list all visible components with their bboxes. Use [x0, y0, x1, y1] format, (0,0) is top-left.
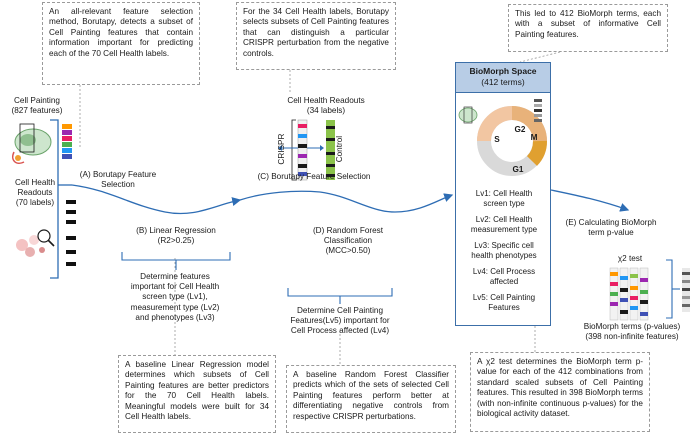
determine-b-line5: and phenotypes (Lv3)	[135, 312, 215, 322]
level-2: Lv2: Cell Health measurement type	[456, 215, 552, 235]
control-bar	[326, 120, 335, 180]
biomorph-header: BioMorph Space (412 terms)	[456, 63, 550, 93]
step-b-linear-regression: (B) Linear Regression (R2>0.25)	[126, 226, 226, 246]
determine-b-line4: measurement type (Lv2)	[130, 302, 220, 312]
chi-test-label: χ2 test	[617, 254, 643, 263]
crispr-label: CRISPR	[276, 133, 286, 165]
cell-health-readout-bars	[66, 200, 76, 266]
level-2-b: measurement type	[470, 225, 538, 234]
step-b-line1: (B) Linear Regression	[136, 226, 216, 235]
chi-out-line1: BioMorph terms (p-values)	[583, 322, 681, 331]
step-e-pvalue: (E) Calculating BioMorph term p-value	[556, 218, 666, 238]
note-borutapy-34: For the 34 Cell Health labels, Borutapy …	[236, 2, 396, 70]
determine-lv1-lv3: Determine features important for Cell He…	[100, 272, 250, 323]
chi-test-bars	[609, 267, 690, 321]
cell-health-title: Cell Health Readouts	[14, 178, 56, 198]
step-a-line2: Selection	[101, 180, 135, 190]
step-d-line1: (D) Random Forest	[312, 226, 384, 235]
determine-d-line1: Determine Cell Painting	[296, 306, 383, 315]
step-e-line1: (E) Calculating BioMorph	[565, 218, 657, 227]
cell-painting-feature-bar	[62, 124, 72, 159]
level-3-b: health phenotypes	[471, 251, 537, 260]
step-a-line1: (A) Borutapy Feature	[79, 170, 157, 179]
determine-d-line3: Cell Process affected (Lv4)	[290, 326, 390, 336]
level-1-a: Lv1: Cell Health	[475, 189, 533, 198]
crispr-readouts-title: Cell Health Readouts (34 labels)	[286, 96, 366, 116]
biomorph-space-panel: BioMorph Space (412 terms) S G2 M G1 Lv1…	[455, 62, 551, 326]
level-1: Lv1: Cell Health screen type	[456, 189, 552, 209]
cycle-g2: G2	[514, 125, 526, 134]
level-5: Lv5: Cell Painting Features	[456, 293, 552, 313]
level-3: Lv3: Specific cell health phenotypes	[456, 241, 552, 261]
level-4-b: affected	[489, 277, 519, 286]
cycle-g1: G1	[512, 165, 524, 174]
level-5-b: Features	[488, 303, 520, 312]
cell-cycle-illustration	[458, 99, 547, 176]
level-5-a: Lv5: Cell Painting	[472, 293, 536, 302]
biomorph-terms-output: BioMorph terms (p-values) (398 non-infin…	[582, 322, 682, 342]
determine-lv4-lv5: Determine Cell Painting Features(Lv5) im…	[270, 306, 410, 337]
cell-health-count: (70 labels)	[15, 198, 55, 208]
cycle-m: M	[530, 133, 538, 142]
level-4: Lv4: Cell Process affected	[456, 267, 552, 287]
step-e-line2: term p-value	[588, 228, 634, 238]
step-d-random-forest: (D) Random Forest Classification (MCC>0.…	[300, 226, 396, 257]
crispr-sub: (34 labels)	[306, 106, 346, 116]
level-1-b: screen type	[483, 199, 525, 208]
determine-d-line2: Features(Lv5) important for	[290, 316, 390, 326]
note-chi-square: A χ2 test determines the BioMorph term p…	[470, 352, 650, 432]
control-label: Control	[334, 135, 344, 163]
determine-b-line3: screen type (Lv1),	[142, 292, 208, 302]
note-linear-regression: A baseline Linear Regression model deter…	[118, 355, 276, 433]
note-borutapy: An all-relevant feature selection method…	[42, 2, 200, 85]
cell-painting-count: (827 features)	[11, 106, 63, 116]
biomorph-sub: (412 terms)	[481, 77, 525, 87]
cell-painting-illustration	[12, 123, 52, 164]
note-biomorph-terms: This led to 412 BioMorph terms, each wit…	[508, 4, 668, 52]
crispr-title: Cell Health Readouts	[287, 96, 365, 105]
step-d-line2: Classification	[323, 236, 373, 246]
determine-b-line2: important for Cell Health	[130, 282, 220, 292]
step-a-borutapy: (A) Borutapy Feature Selection	[78, 170, 158, 190]
input-cell-painting: Cell Painting (827 features)	[2, 96, 72, 116]
determine-b-line1: Determine features	[140, 272, 210, 281]
level-2-a: Lv2: Cell Health	[475, 215, 533, 224]
cycle-s: S	[494, 135, 500, 144]
cell-painting-title: Cell Painting	[14, 96, 60, 105]
chi-out-line2: (398 non-infinite features)	[585, 332, 679, 342]
step-d-line3: (MCC>0.50)	[325, 246, 371, 256]
cell-health-illustration	[16, 229, 55, 257]
input-cell-health: Cell Health Readouts (70 labels)	[0, 178, 70, 209]
crispr-bar	[297, 119, 308, 181]
note-random-forest: A baseline Random Forest Classifier pred…	[286, 365, 456, 433]
step-b-line2: (R2>0.25)	[157, 236, 195, 246]
level-4-a: Lv4: Cell Process	[472, 267, 536, 276]
level-3-a: Lv3: Specific cell	[474, 241, 534, 250]
biomorph-title: BioMorph Space	[469, 66, 537, 76]
step-c-borutapy: (C) Borutapy Feature Selection	[257, 172, 371, 181]
